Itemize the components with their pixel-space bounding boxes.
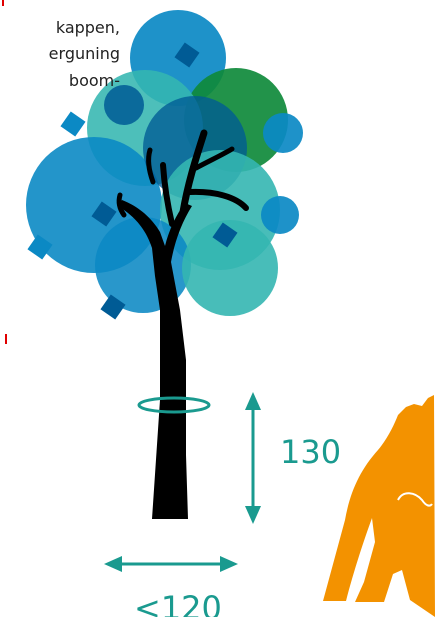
circumference-dimension-label: <120 xyxy=(134,592,222,617)
red-edge-mark xyxy=(5,334,7,344)
canopy-small-circle xyxy=(104,85,144,125)
height-arrow xyxy=(245,392,261,524)
canopy-square xyxy=(60,111,85,136)
snippet-line-2: erguning xyxy=(0,46,120,62)
snippet-line-3: boom- xyxy=(0,73,120,89)
height-dimension-label: 130 xyxy=(280,436,341,468)
red-edge-mark xyxy=(2,0,4,6)
snippet-line-1: kappen, xyxy=(0,20,120,36)
canopy-small-circle xyxy=(261,196,299,234)
canopy-small-circle xyxy=(263,113,303,153)
width-arrow xyxy=(104,556,238,572)
orange-figure xyxy=(323,395,435,617)
